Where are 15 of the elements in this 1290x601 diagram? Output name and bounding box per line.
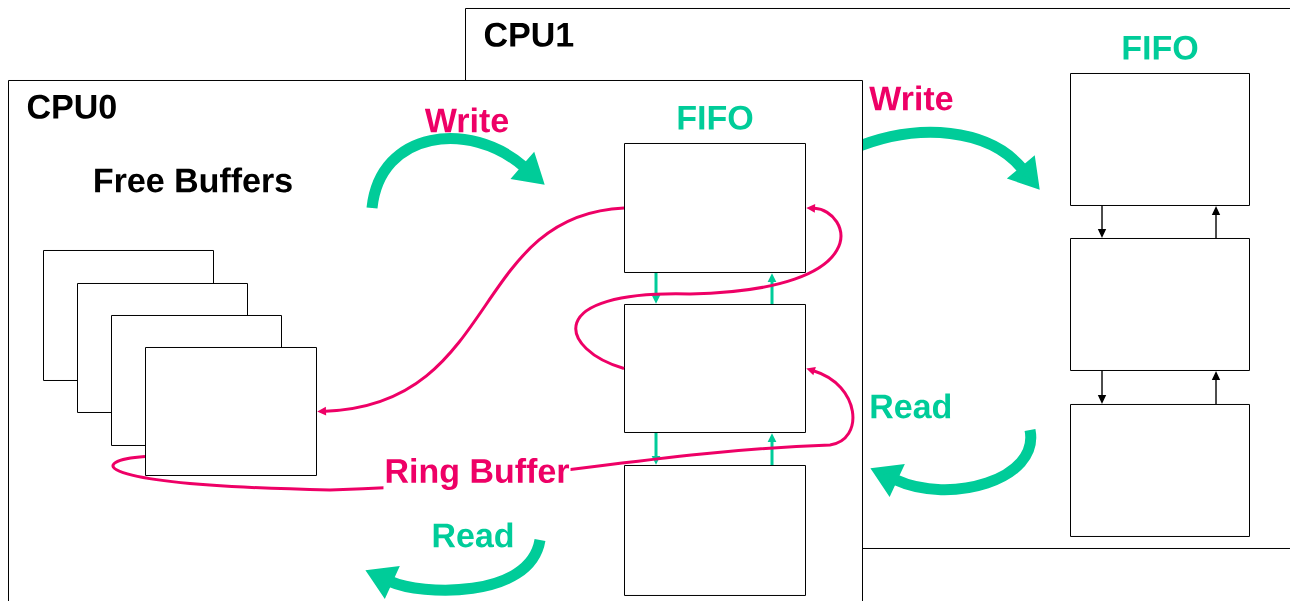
fifo-box xyxy=(624,304,806,433)
label: FIFO xyxy=(1123,35,1198,60)
label: Free Buffers xyxy=(95,167,292,193)
edge-label: Ring Buffer xyxy=(386,458,569,490)
fifo-box xyxy=(624,143,806,273)
fifo-box xyxy=(1070,238,1250,371)
fifo-box xyxy=(624,465,806,596)
ring-arrow xyxy=(574,204,842,370)
label: Read xyxy=(871,393,951,419)
node-label: CPU0 xyxy=(27,94,116,119)
buffer-box xyxy=(145,347,317,476)
label: FIFO xyxy=(678,105,753,130)
label: Write xyxy=(869,85,953,111)
fifo-box xyxy=(1070,404,1250,537)
fifo-box xyxy=(1070,73,1250,206)
